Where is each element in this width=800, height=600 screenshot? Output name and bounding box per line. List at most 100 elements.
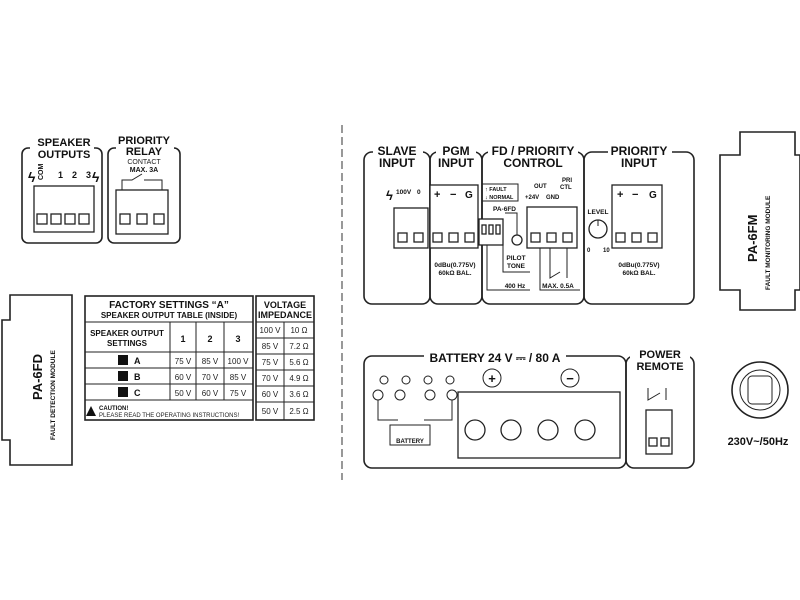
- table-row: B 60 V 70 V 85 V: [118, 371, 247, 382]
- fd_priority-fault: ↑ FAULT: [485, 187, 507, 193]
- terminal_labels-minus: −: [450, 189, 456, 201]
- factory_table-rows-1-values-0: 60 V: [175, 373, 192, 382]
- slave_input-title1: SLAVE: [377, 144, 416, 158]
- relay-contact-icon: [121, 173, 163, 190]
- fd_module-name: PA-6FD: [30, 354, 45, 400]
- priority_input-max: 10: [603, 248, 610, 254]
- impedance_table-rows-4-1: 3.6 Ω: [289, 390, 308, 399]
- pgm-input-terminal[interactable]: + − G: [429, 184, 479, 249]
- factory_table-rows-1-values-1: 70 V: [202, 373, 219, 382]
- impedance_table-title1: VOLTAGE: [264, 300, 306, 310]
- priority-input-terminal[interactable]: + − G: [611, 184, 663, 249]
- minus-icon: [560, 368, 580, 388]
- battery-panel: BATTERY 24 V ⎓ / 80 A POWER REMOTE BATTE…: [363, 346, 695, 469]
- impedance_table-title2: IMPEDANCE: [258, 310, 312, 320]
- impedance_table-rows-5-0: 50 V: [262, 407, 279, 416]
- impedance_table-rows-0-1: 10 Ω: [290, 326, 307, 335]
- impedance_table-rows-3-0: 70 V: [262, 374, 279, 383]
- caution-icon: [86, 406, 96, 416]
- impedance_table-rows-1-1: 7.2 Ω: [289, 342, 308, 351]
- factory_table-rows-0-setting: A: [134, 356, 141, 366]
- terminal_labels-plus: +: [617, 189, 623, 201]
- svg-text:−: −: [566, 371, 574, 386]
- fd_priority-title2: CONTROL: [503, 156, 562, 170]
- factory_table-row_header2: SETTINGS: [107, 339, 148, 348]
- terminal_labels-ground: G: [649, 190, 657, 201]
- priority_relay-note1: CONTACT: [127, 159, 161, 166]
- slave_input-title2: INPUT: [379, 156, 416, 170]
- priority-control-terminal[interactable]: [526, 206, 578, 249]
- factory_table-columns-1: 2: [207, 334, 212, 344]
- speaker_outputs-terminals-3: 3: [86, 170, 91, 180]
- mains-label: 230V~/50Hz: [728, 436, 789, 448]
- fd_module-description: FAULT DETECTION MODULE: [50, 350, 57, 440]
- switch-icon: [539, 248, 580, 291]
- fd_priority-pilot1: PILOT: [506, 255, 525, 262]
- impedance_table-rows-5-1: 2.5 Ω: [289, 407, 308, 416]
- impedance_table-rows-2-1: 5.6 Ω: [289, 358, 308, 367]
- fd_priority-pri: PRI: [562, 178, 572, 184]
- terminal_labels-minus: −: [632, 189, 638, 201]
- fd_priority-pilot2: TONE: [507, 263, 526, 270]
- pgm_input-title1: PGM: [442, 144, 469, 158]
- svg-text:+: +: [488, 371, 496, 386]
- impedance_table-rows-2-0: 75 V: [262, 358, 279, 367]
- power-remote-terminal[interactable]: [645, 409, 673, 455]
- plus-icon: [482, 368, 502, 388]
- speaker_outputs-terminals-1: 1: [58, 170, 63, 180]
- pgm_input-spec2: 60kΩ BAL.: [438, 270, 471, 277]
- factory-settings-table: FACTORY SETTINGS “A” SPEAKER OUTPUT TABL…: [84, 295, 254, 421]
- pilot-tone-led: [511, 234, 523, 246]
- speaker_outputs-title2: OUTPUTS: [38, 149, 91, 161]
- impedance_table-rows-4-0: 60 V: [262, 390, 279, 399]
- priority_input-min: 0: [587, 248, 591, 254]
- input-control-panel: SLAVE INPUT PGM INPUT FD / PRIORITY CONT…: [363, 140, 695, 305]
- priority_relay-title1: PRIORITY: [118, 135, 171, 147]
- priority_input-title2: INPUT: [621, 156, 658, 170]
- level-knob[interactable]: [588, 219, 608, 239]
- factory_table-rows-1-values-2: 85 V: [230, 373, 247, 382]
- fd_priority-out: OUT: [534, 184, 547, 190]
- factory_table-caution_text: PLEASE READ THE OPERATING INSTRUCTIONS!: [99, 413, 239, 419]
- fd_priority-gnd: GND: [546, 195, 560, 201]
- factory_table-rows-2-setting: C: [134, 388, 141, 398]
- battery-terminal-block[interactable]: [457, 391, 621, 459]
- pa-6fd-module-slot[interactable]: PA-6FD FAULT DETECTION MODULE: [1, 294, 73, 466]
- pgm_input-title2: INPUT: [438, 156, 475, 170]
- factory_table-rows-2-values-1: 60 V: [202, 389, 219, 398]
- factory_table-rows-2-values-0: 50 V: [175, 389, 192, 398]
- relay-terminal-block[interactable]: [115, 189, 169, 235]
- fd_priority-v24: +24V: [525, 195, 539, 201]
- battery-title: BATTERY 24 V ⎓ / 80 A: [430, 351, 561, 365]
- impedance_table-rows-1-0: 85 V: [262, 342, 279, 351]
- speaker-terminal-block[interactable]: [33, 185, 95, 233]
- remote-switch-icon: [647, 388, 667, 401]
- slave_input-t1: 100V: [396, 189, 412, 196]
- fd_priority-freq: 400 Hz: [505, 283, 526, 290]
- priority_relay-note2: MAX. 3A: [130, 167, 158, 174]
- factory_table-rows-0-values-1: 85 V: [202, 357, 219, 366]
- priority-relay-panel: PRIORITY RELAY CONTACT MAX. 3A: [107, 132, 181, 244]
- factory_table-rows-2-values-2: 75 V: [230, 389, 247, 398]
- priority_input-spec2: 60kΩ BAL.: [622, 270, 655, 277]
- slave-input-terminal[interactable]: [393, 207, 429, 249]
- terminal_labels-ground: G: [465, 190, 473, 201]
- pgm_input-spec1: 0dBu(0.775V): [434, 262, 475, 269]
- fd-dip-switch[interactable]: [478, 218, 504, 246]
- mains-socket[interactable]: [731, 361, 789, 419]
- power_remote-title1: POWER: [639, 349, 681, 361]
- fd_priority-max: MAX. 0.5A: [542, 283, 574, 290]
- high-voltage-icon: ϟ: [28, 169, 36, 185]
- fd_priority-normal: ↓ NORMAL: [485, 195, 514, 201]
- table-row: A 75 V 85 V 100 V: [118, 355, 249, 366]
- factory_table-subtitle: SPEAKER OUTPUT TABLE (INSIDE): [101, 311, 238, 320]
- priority_input-level: LEVEL: [588, 209, 609, 216]
- table-title: FACTORY SETTINGS “A”: [109, 300, 229, 311]
- high-voltage-icon: ϟ: [92, 169, 100, 185]
- factory_table-rows-0-values-2: 100 V: [228, 357, 250, 366]
- priority_input-title1: PRIORITY: [611, 144, 668, 158]
- fd_priority-title1: FD / PRIORITY: [492, 144, 575, 158]
- pa-6fm-module-slot[interactable]: PA-6FM FAULT MONITORING MODULE: [719, 131, 800, 311]
